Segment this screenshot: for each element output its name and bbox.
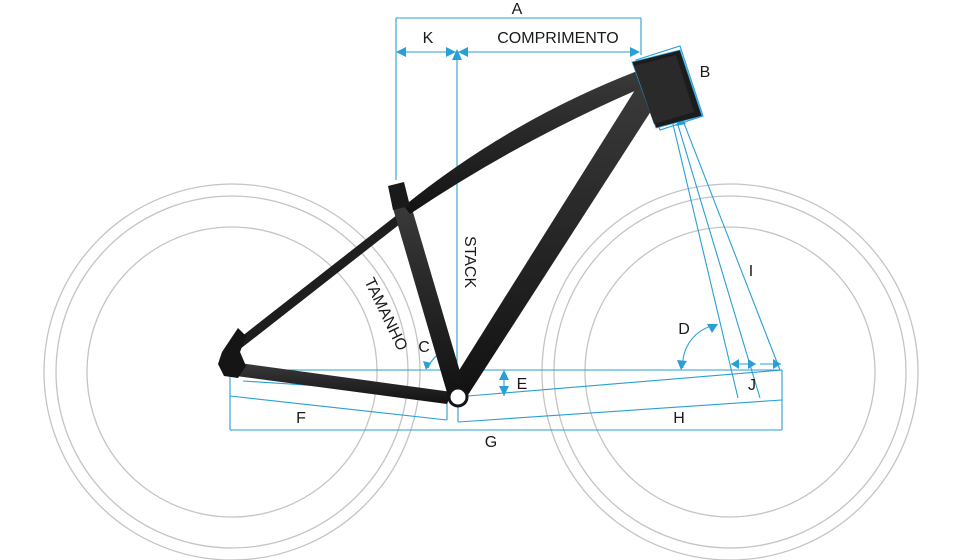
label-c: C	[418, 339, 430, 356]
label-j: J	[748, 377, 756, 394]
label-b: B	[700, 64, 711, 81]
label-a: A	[512, 1, 523, 18]
label-d: D	[678, 321, 690, 338]
label-k: K	[423, 30, 434, 47]
label-stack: STACK	[461, 236, 478, 288]
bike-frame	[218, 49, 703, 408]
dimension-arrows	[396, 47, 781, 396]
label-e: E	[517, 376, 528, 393]
front-wheel	[541, 183, 919, 560]
label-f: F	[296, 410, 306, 427]
label-i: I	[749, 263, 753, 280]
label-g: G	[485, 434, 497, 451]
label-h: H	[673, 410, 685, 427]
label-comprimento: COMPRIMENTO	[497, 30, 618, 47]
label-tamanho: TAMANHO	[360, 275, 410, 353]
rear-wheel	[43, 183, 421, 560]
